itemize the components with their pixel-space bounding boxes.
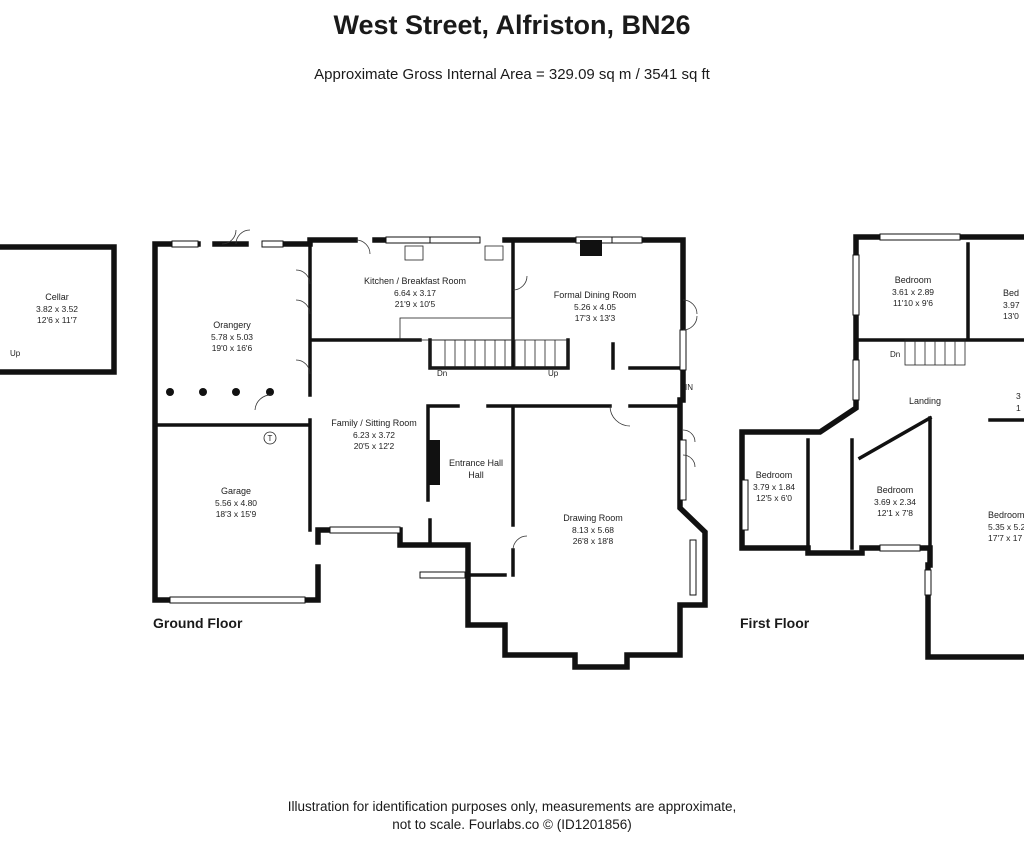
cellar-imperial: 12'6 x 11'7: [37, 315, 77, 325]
pillars: [166, 388, 274, 396]
kitchen-fixtures: [399, 245, 513, 341]
kitchen-imperial: 21'9 x 10'5: [395, 299, 436, 309]
partial-imperial: 1: [1016, 403, 1021, 413]
ground-up: Up: [548, 369, 559, 378]
bed5-name: Bedroom: [988, 510, 1024, 520]
first-exterior-wall: [739, 234, 1024, 660]
family-metric: 6.23 x 3.72: [353, 430, 395, 440]
ground-floor-label: Ground Floor: [153, 615, 243, 631]
cellar-up: Up: [10, 349, 21, 358]
staircase-ground: [429, 339, 569, 369]
floor-labels: Ground Floor First Floor: [153, 615, 810, 631]
bed3-imperial: 12'5 x 6'0: [756, 493, 792, 503]
garage-metric: 5.56 x 4.80: [215, 498, 257, 508]
partial-metric: 3: [1016, 391, 1021, 401]
bed1-imperial: 11'10 x 9'6: [893, 298, 933, 308]
windows: [169, 233, 961, 604]
garage-imperial: 18'3 x 15'9: [216, 509, 257, 519]
family-name: Family / Sitting Room: [331, 418, 417, 428]
door-swings: [221, 229, 698, 551]
dining-imperial: 17'3 x 13'3: [575, 313, 616, 323]
chimney-breasts: [428, 240, 602, 485]
staircase-first: [904, 339, 966, 366]
ground-dn: Dn: [437, 369, 447, 378]
bed4-name: Bedroom: [877, 485, 914, 495]
bed3-name: Bedroom: [756, 470, 793, 480]
page-title: West Street, Alfriston, BN26: [333, 10, 691, 40]
first-floor-label: First Floor: [740, 615, 810, 631]
bed4-imperial: 12'1 x 7'8: [877, 508, 913, 518]
orangery-name: Orangery: [213, 320, 251, 330]
kitchen-name: Kitchen / Breakfast Room: [364, 276, 466, 286]
bed2-metric: 3.97: [1003, 300, 1020, 310]
garage-name: Garage: [221, 486, 251, 496]
dining-metric: 5.26 x 4.05: [574, 302, 616, 312]
t-marker: T: [268, 434, 273, 443]
family-imperial: 20'5 x 12'2: [354, 441, 395, 451]
bed2-name: Bed: [1003, 288, 1019, 298]
orangery-imperial: 19'0 x 16'6: [212, 343, 253, 353]
landing-name: Landing: [909, 396, 941, 406]
cellar-metric: 3.82 x 3.52: [36, 304, 78, 314]
disclaimer: Illustration for identification purposes…: [0, 798, 1024, 834]
bed1-name: Bedroom: [895, 275, 932, 285]
bed4-metric: 3.69 x 2.34: [874, 497, 916, 507]
bed5-metric: 5.35 x 5.2: [988, 522, 1024, 532]
disclaimer-line-2: not to scale. Fourlabs.co © (ID1201856): [392, 817, 632, 832]
cellar-name: Cellar: [45, 292, 69, 302]
bed2-imperial: 13'0: [1003, 311, 1019, 321]
bed3-metric: 3.79 x 1.84: [753, 482, 795, 492]
orangery-metric: 5.78 x 5.03: [211, 332, 253, 342]
svg-text:Hall: Hall: [468, 470, 484, 480]
area-subtitle: Approximate Gross Internal Area = 329.09…: [314, 66, 710, 83]
dining-name: Formal Dining Room: [554, 290, 637, 300]
drawing-imperial: 26'8 x 18'8: [573, 536, 614, 546]
entrance-in: IN: [685, 383, 693, 392]
disclaimer-line-1: Illustration for identification purposes…: [287, 799, 737, 814]
first-dn: Dn: [890, 350, 900, 359]
room-labels: Cellar 3.82 x 3.52 12'6 x 11'7 Up Orange…: [10, 275, 1024, 546]
bed5-imperial: 17'7 x 17: [988, 533, 1023, 543]
bed1-metric: 3.61 x 2.89: [892, 287, 934, 297]
hall-name: Entrance Hall: [449, 458, 503, 468]
kitchen-metric: 6.64 x 3.17: [394, 288, 436, 298]
drawing-metric: 8.13 x 5.68: [572, 525, 614, 535]
cellar-walls: [0, 244, 117, 375]
drawing-name: Drawing Room: [563, 513, 623, 523]
